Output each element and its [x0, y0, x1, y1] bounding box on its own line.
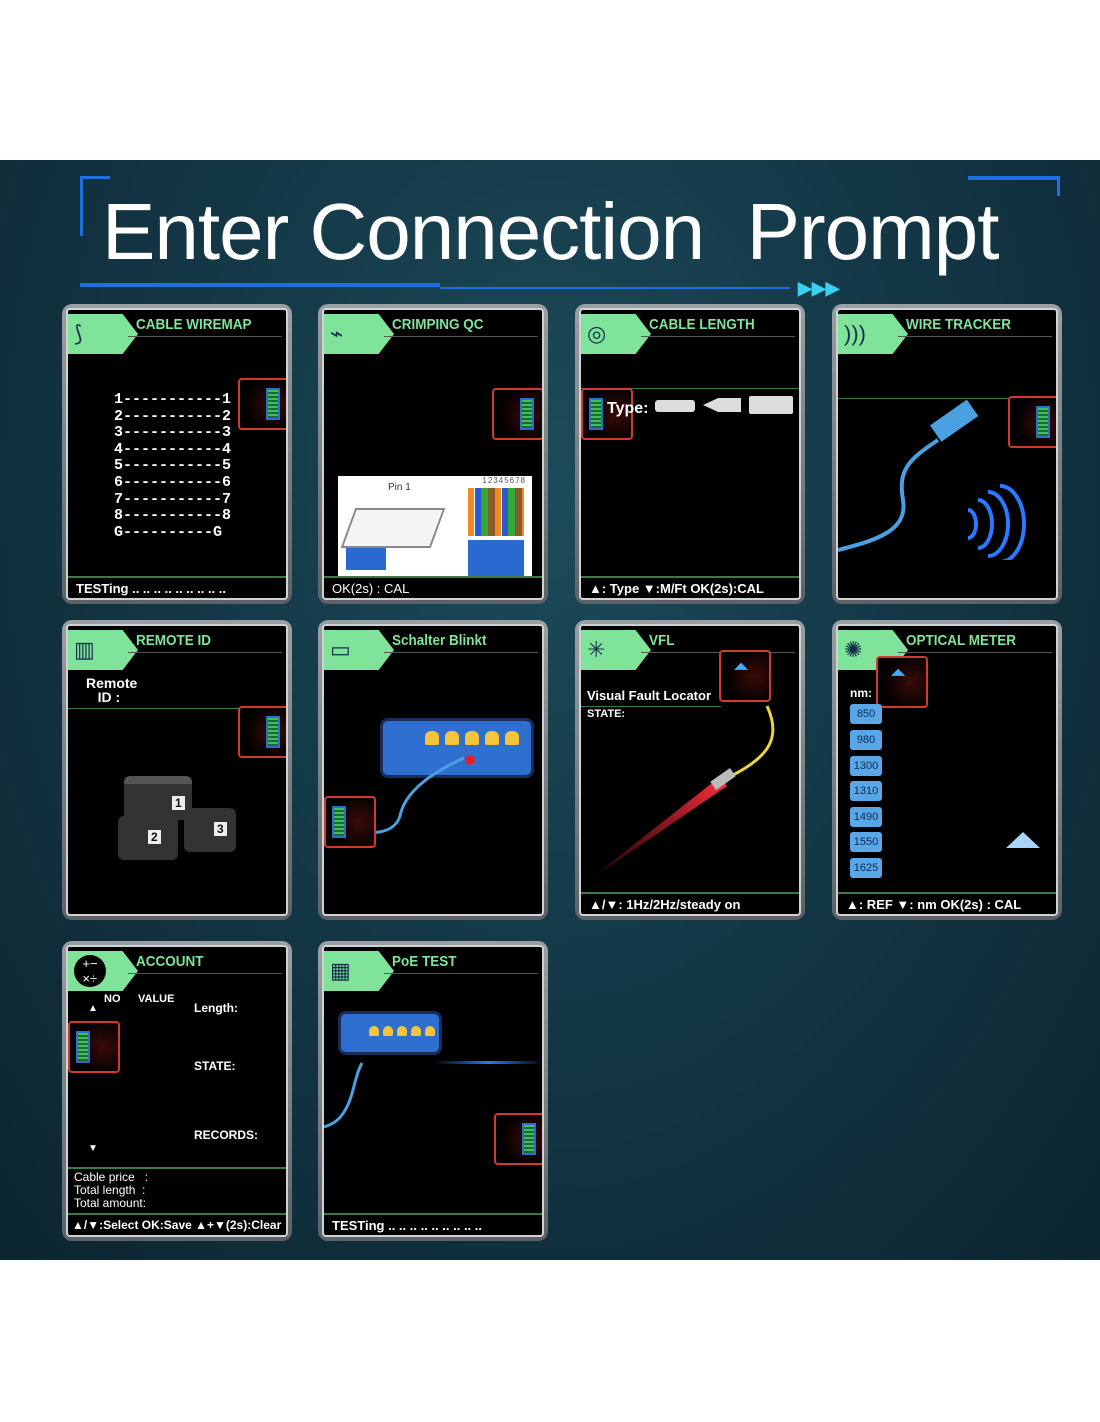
vfl-subtitle: Visual Fault Locator [587, 688, 712, 703]
network-switch-illustration [338, 1011, 442, 1055]
scroll-up-icon[interactable]: ▲ [88, 1003, 98, 1014]
title-bracket [968, 176, 1060, 180]
status-footer: TESTing .. .. .. .. .. .. .. .. .. [68, 576, 286, 598]
wavelength-option[interactable]: 1625 [850, 858, 882, 878]
cable-signal-icon: ))) [838, 314, 908, 354]
scroll-down-icon[interactable]: ▼ [88, 1143, 98, 1154]
status-footer: ▲/▼:Select OK:Save ▲+▼(2s):Clear [68, 1213, 286, 1235]
panel-title: CABLE WIREMAP [136, 316, 252, 333]
page-title: Enter Connection Prompt [102, 187, 999, 276]
remote-id-label: Remote ID : [86, 675, 138, 705]
wavelength-option[interactable]: 1310 [850, 781, 882, 801]
panel-title: OPTICAL METER [906, 632, 1017, 649]
panel-title: REMOTE ID [136, 632, 212, 649]
rj45-connector-icon [655, 400, 695, 412]
fiber-port-highlight: ⏶ [719, 650, 771, 702]
up-arrow-icon [1006, 832, 1040, 848]
status-footer: TESTing .. .. .. .. .. .. .. .. .. [324, 1213, 542, 1235]
panel-title: WIRE TRACKER [906, 316, 1012, 333]
title-bracket [1057, 176, 1060, 196]
type-label: Type: [607, 400, 649, 417]
switch-icon: ▭ [324, 630, 394, 670]
port-highlight [492, 388, 542, 440]
wavelength-option[interactable]: 980 [850, 730, 882, 750]
wavelength-option[interactable]: 1300 [850, 756, 882, 776]
remote-unit [184, 808, 236, 852]
tape-measure-icon: ◎ [581, 314, 651, 354]
status-footer: ▲/▼: 1Hz/2Hz/steady on [581, 892, 799, 914]
network-switch-illustration [380, 718, 534, 778]
panel-schalter-blinkt[interactable]: ▭Schalter Blinkt [318, 620, 548, 920]
arrows-icon: ▶▶▶ [798, 278, 840, 298]
state-label: STATE: [194, 1059, 236, 1073]
wavelength-option[interactable]: 1550 [850, 832, 882, 852]
remote-number: 3 [214, 822, 227, 836]
title-underline [440, 287, 790, 289]
barcode-search-icon: ▥ [68, 630, 138, 670]
port-highlight [494, 1113, 542, 1165]
length-label: Length: [194, 1001, 238, 1015]
rj11-connector-icon [703, 398, 741, 412]
panel-wire-tracker[interactable]: )))WIRE TRACKER [832, 304, 1062, 604]
panel-title: Schalter Blinkt [392, 632, 487, 649]
panel-title: ACCOUNT [136, 953, 204, 970]
panel-vfl[interactable]: ✳VFL Visual Fault Locator STATE: ⏶ ▲/▼: … [575, 620, 805, 920]
rj45-plug-icon: ⌁ [324, 314, 394, 354]
title-underline [80, 283, 440, 287]
port-highlight [68, 1021, 120, 1073]
column-header-no: NO [104, 993, 121, 1005]
title-bracket [80, 176, 110, 179]
panel-poe-test[interactable]: ▦PoE TEST TESTing .. .. .. .. .. .. .. .… [318, 941, 548, 1241]
port-highlight [1008, 396, 1056, 448]
panel-title: CRIMPING QC [392, 316, 484, 333]
cable-tracer-illustration [838, 400, 1026, 560]
cable-icon: ⟆ [68, 314, 138, 354]
laser-icon: ✳ [581, 630, 651, 670]
remote-number: 1 [172, 796, 185, 810]
panel-title: CABLE LENGTH [649, 316, 755, 333]
panel-remote-id[interactable]: ▥REMOTE ID Remote ID : 1 2 3 [62, 620, 292, 920]
panel-title: PoE TEST [392, 953, 457, 970]
calculator-icon: +−×÷ [68, 951, 138, 991]
account-summary: Cable price :Total length :Total amount: [74, 1170, 149, 1210]
panel-title: VFL [649, 632, 675, 649]
status-footer: ▲: Type ▼:M/Ft OK(2s):CAL [581, 576, 799, 598]
poe-port-icon: ▦ [324, 951, 394, 991]
remote-number: 2 [148, 830, 161, 844]
port-highlight [238, 706, 286, 758]
status-footer: OK(2s) : CAL [324, 576, 542, 598]
records-label: RECORDS: [194, 1128, 259, 1142]
crimping-diagram: Pin 1 12345678 [338, 476, 532, 576]
panel-crimping-qc[interactable]: ⌁CRIMPING QC Pin 1 12345678 OK(2s) : CAL [318, 304, 548, 604]
fiber-port-highlight: ⏶ [876, 656, 928, 708]
panel-cable-length[interactable]: ◎CABLE LENGTH Type: ▲: Type ▼:M/Ft OK(2s… [575, 304, 805, 604]
panel-account[interactable]: +−×÷ ACCOUNT NO VALUE ▲ ▼ Length: STATE:… [62, 941, 292, 1241]
port-highlight [238, 378, 286, 430]
port-highlight [324, 796, 376, 848]
status-footer: ▲: REF ▼: nm OK(2s) : CAL [838, 892, 1056, 914]
patch-cable [324, 1062, 364, 1129]
panel-optical-meter[interactable]: ✺OPTICAL METER nm: ⏶ 850 980 1300 1310 1… [832, 620, 1062, 920]
state-label: STATE: [587, 708, 626, 720]
title-bracket [80, 176, 83, 236]
red-laser-illustration [581, 705, 775, 886]
nm-label: nm: [850, 686, 872, 700]
wavelength-option[interactable]: 1490 [850, 807, 882, 827]
wavelength-option[interactable]: 850 [850, 704, 882, 724]
column-header-value: VALUE [138, 993, 175, 1005]
bnc-connector-icon [749, 396, 793, 414]
port-highlight [581, 388, 633, 440]
